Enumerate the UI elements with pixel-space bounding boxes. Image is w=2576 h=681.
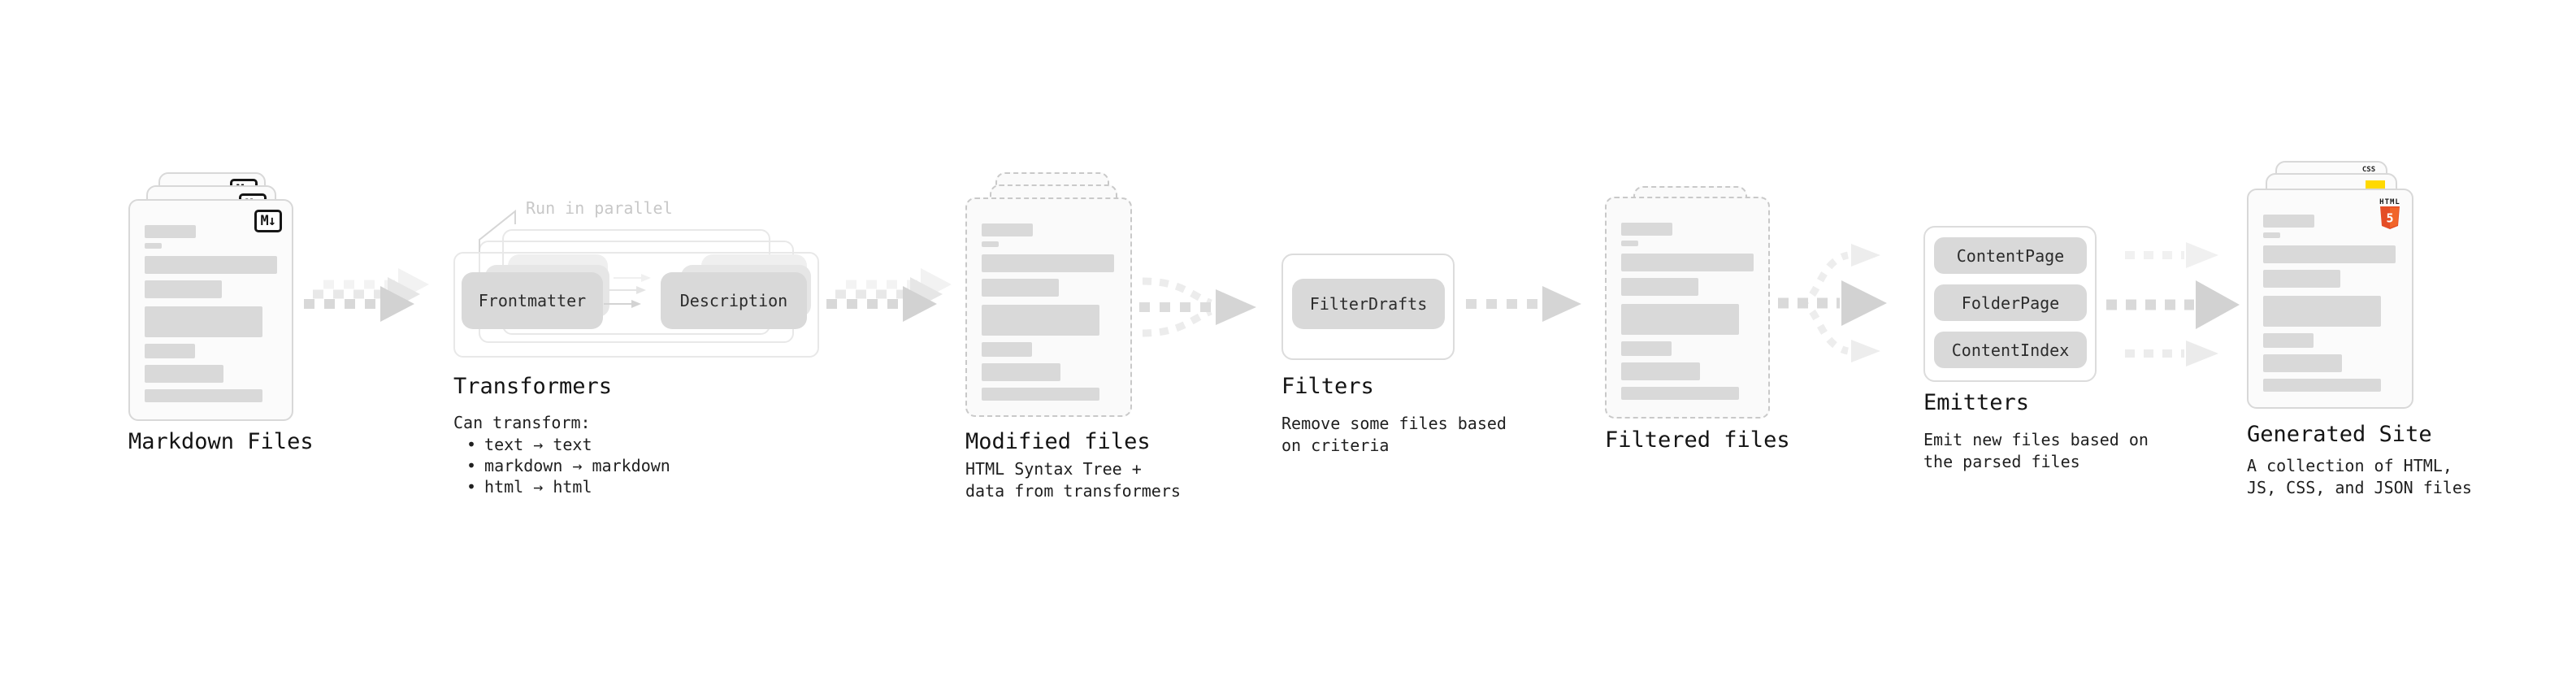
placeholder-line [145, 243, 162, 249]
emitter-pill-folderpage: FolderPage [1934, 284, 2087, 321]
stage-label-markdown-files: Markdown Files [128, 429, 314, 454]
placeholder-line [145, 389, 262, 402]
placeholder-line [982, 254, 1114, 272]
stage-label-modified-files: Modified files [965, 429, 1151, 454]
stage-label-generated-site: Generated Site [2247, 422, 2432, 447]
arrow-transformers-to-modified [826, 268, 952, 322]
html5-icon: HTML 5 [2379, 198, 2400, 232]
placeholder-line [982, 388, 1099, 401]
placeholder-line [1621, 223, 1672, 236]
placeholder-line [982, 305, 1099, 336]
stage-label-transformers: Transformers [453, 374, 613, 399]
placeholder-line [145, 280, 222, 298]
emitter-pill-contentindex: ContentIndex [1934, 332, 2087, 368]
placeholder-line [2263, 333, 2314, 348]
filters-box: FilterDrafts [1281, 254, 1455, 360]
generated-site-subtitle: A collection of HTML, JS, CSS, and JSON … [2247, 456, 2472, 497]
document-placeholder-lines [2249, 190, 2412, 407]
svg-text:5: 5 [2386, 211, 2393, 226]
arrow-emitters-to-generated [2106, 242, 2240, 367]
transformers-detail-title: Can transform: [453, 413, 591, 432]
placeholder-line [982, 241, 999, 247]
parallel-arrows-icon [604, 274, 651, 308]
file-card: HTML 5 [2247, 189, 2413, 409]
transformer-pill-frontmatter: Frontmatter [462, 272, 603, 329]
markdown-icon: M↓ [254, 210, 282, 232]
placeholder-line [982, 223, 1033, 236]
placeholder-line [145, 365, 223, 383]
placeholder-line [145, 225, 196, 238]
document-placeholder-lines [1607, 198, 1768, 417]
placeholder-line [982, 279, 1059, 297]
bullet-item: •text → text [466, 435, 592, 454]
document-placeholder-lines [967, 199, 1130, 415]
placeholder-line [1621, 387, 1739, 400]
generated-site-stack: CSS HTML 5 [2247, 161, 2442, 409]
modified-files-subtitle: HTML Syntax Tree + data from transformer… [965, 459, 1181, 501]
arrow-markdown-to-transformers [304, 268, 429, 322]
placeholder-line [982, 342, 1032, 357]
placeholder-line [1621, 278, 1698, 296]
placeholder-line [1621, 341, 1672, 356]
file-card [965, 197, 1132, 417]
bullet-item: •html → html [466, 477, 592, 497]
placeholder-line [2263, 296, 2381, 327]
placeholder-line [1621, 241, 1638, 246]
filter-pill-filterdrafts: FilterDrafts [1292, 279, 1445, 329]
emitters-box: ContentPage FolderPage ContentIndex [1923, 226, 2097, 382]
note-leader-line [479, 209, 516, 252]
placeholder-line [982, 363, 1060, 381]
placeholder-line [145, 344, 195, 358]
arrow-modified-to-filters [1139, 277, 1256, 337]
placeholder-line [145, 306, 262, 337]
modified-file-stack [965, 172, 1152, 417]
run-in-parallel-note: Run in parallel [526, 198, 673, 218]
transformers-group: Frontmatter Description [453, 229, 827, 359]
document-placeholder-lines [130, 201, 292, 419]
filtered-file-stack [1605, 186, 1792, 419]
transformer-pill-description: Description [661, 272, 807, 329]
placeholder-line [2263, 232, 2280, 238]
emitters-subtitle: Emit new files based on the parsed files [1923, 430, 2149, 471]
placeholder-line [1621, 362, 1700, 380]
file-card: M↓ [128, 199, 293, 421]
placeholder-line [2263, 215, 2314, 228]
file-card [1605, 197, 1770, 419]
stage-label-filters: Filters [1281, 374, 1374, 399]
placeholder-line [2263, 379, 2381, 392]
arrow-filters-to-filtered [1466, 286, 1581, 322]
filters-subtitle: Remove some files based on criteria [1281, 414, 1507, 455]
arrow-filtered-to-emitters [1778, 244, 1887, 362]
transformers-bullet-list: •text → text •markdown → markdown •html … [466, 434, 670, 497]
placeholder-line [1621, 254, 1754, 271]
emitter-pill-contentpage: ContentPage [1934, 237, 2087, 274]
placeholder-line [2263, 270, 2340, 288]
markdown-file-stack: M↓ M↓ M↓ [128, 172, 327, 421]
placeholder-line [1621, 304, 1739, 335]
stage-label-filtered-files: Filtered files [1605, 427, 1790, 453]
stage-label-emitters: Emitters [1923, 390, 2030, 415]
placeholder-line [2263, 245, 2396, 263]
bullet-item: •markdown → markdown [466, 456, 670, 475]
parallel-run-box [453, 252, 819, 358]
placeholder-line [2263, 354, 2342, 372]
placeholder-line [145, 256, 277, 274]
